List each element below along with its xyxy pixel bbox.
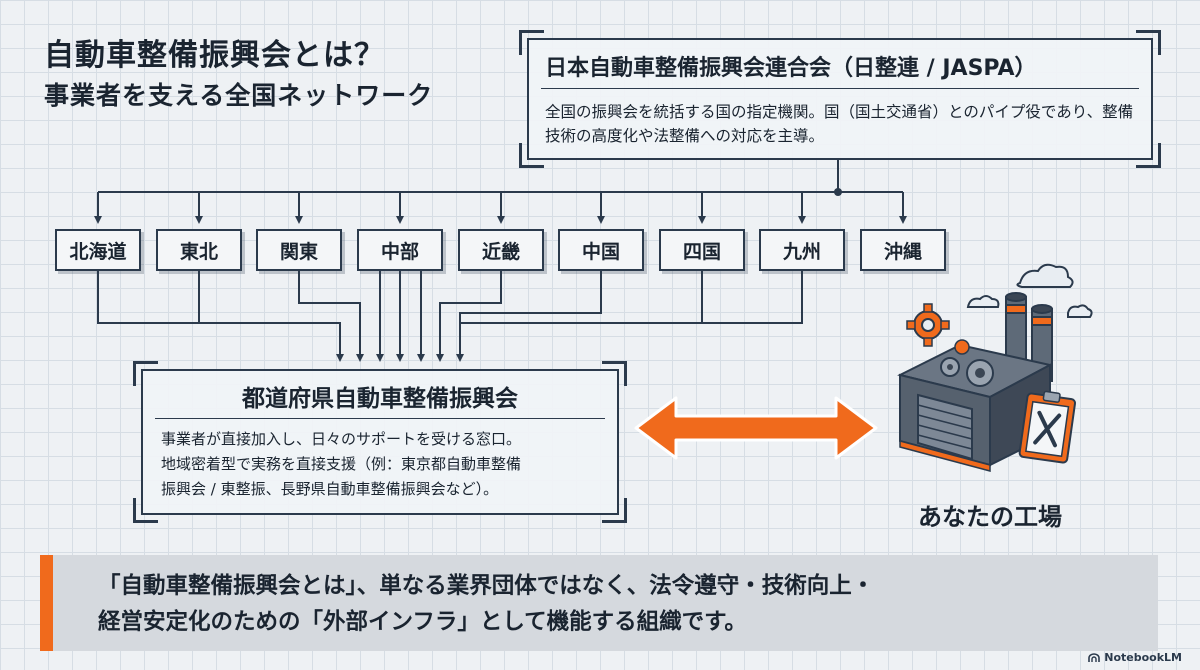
factory-label: あなたの工場 [918, 503, 1062, 531]
summary-line: 「自動車整備振興会とは」、単なる業界団体ではなく、法令遵守・技術向上・ [98, 573, 875, 599]
prefectural-association-description: 事業者が直接加入し、日々のサポートを受ける窓口。 地域密着型で実務を直接支援（例… [161, 427, 611, 502]
prefectural-association-title: 都道府県自動車整備振興会 [242, 386, 518, 412]
national-federation-title: 日本自動車整備振興会連合会（日整連 / JASPA） [545, 56, 1037, 81]
region-kanto: 関東 [256, 229, 342, 271]
brand-watermark: NotebookLM [1088, 651, 1182, 664]
factory-icon [897, 263, 1093, 472]
brand-label: NotebookLM [1104, 651, 1182, 664]
region-kyushu: 九州 [759, 229, 845, 271]
summary-text: 「自動車整備振興会とは」、単なる業界団体ではなく、法令遵守・技術向上・ 経営安定… [98, 568, 874, 640]
prefectural-association-box: 都道府県自動車整備振興会 事業者が直接加入し、日々のサポートを受ける窓口。 地域… [133, 361, 627, 523]
description-line: 事業者が直接加入し、日々のサポートを受ける窓口。 [161, 430, 522, 448]
notebooklm-icon [1088, 652, 1101, 662]
region-shikoku: 四国 [659, 229, 745, 271]
description-line: 振興会 / 東整振、長野県自動車整備振興会など）。 [161, 480, 499, 498]
summary-band: 「自動車整備振興会とは」、単なる業界団体ではなく、法令遵守・技術向上・ 経営安定… [40, 555, 1158, 651]
description-line: 地域密着型で実務を直接支援（例：東京都自動車整備 [161, 455, 522, 473]
double-arrow-icon [634, 396, 878, 460]
region-chubu: 中部 [357, 229, 443, 271]
summary-accent-bar [40, 555, 53, 651]
national-federation-box: 日本自動車整備振興会連合会（日整連 / JASPA） 全国の振興会を統括する国の… [519, 30, 1161, 168]
page-subtitle: 事業者を支える全国ネットワーク [44, 81, 434, 110]
region-kinki: 近畿 [458, 229, 544, 271]
region-chugoku: 中国 [558, 229, 644, 271]
page-title: 自動車整備振興会とは？ [44, 38, 385, 73]
national-federation-description: 全国の振興会を統括する国の指定機関。国（国土交通省）とのパイプ役であり、整備技術… [545, 103, 1134, 145]
region-okinawa: 沖縄 [860, 229, 946, 271]
region-hokkaido: 北海道 [55, 229, 141, 271]
region-tohoku: 東北 [156, 229, 242, 271]
summary-line: 経営安定化のための「外部インフラ」として機能する組織です。 [98, 609, 747, 635]
